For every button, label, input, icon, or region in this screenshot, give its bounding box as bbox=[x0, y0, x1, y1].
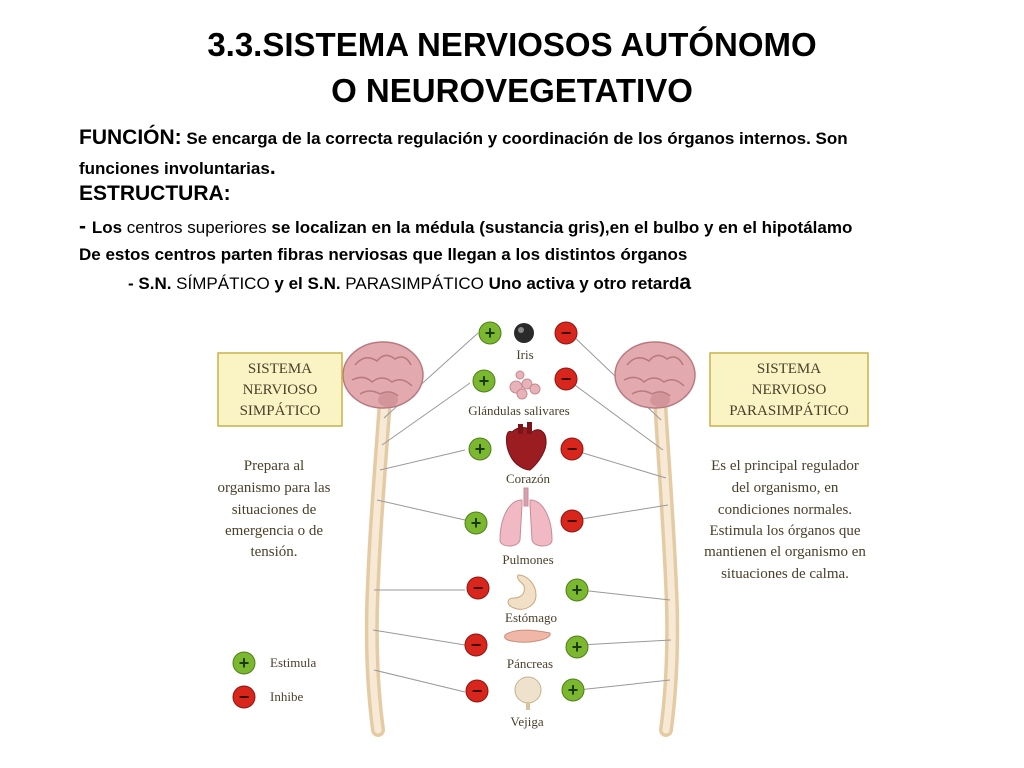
stomach-icon bbox=[507, 574, 537, 610]
right-effect-symbol: − bbox=[567, 511, 578, 531]
plus-badge-icon bbox=[565, 578, 589, 602]
left-effect-symbol: − bbox=[473, 578, 484, 598]
simpatico-box bbox=[217, 352, 343, 427]
right-effect-symbol: − bbox=[567, 439, 578, 459]
minus-badge-icon bbox=[560, 437, 584, 461]
right-spinal-cord-core bbox=[656, 396, 676, 734]
simpatico-box-line: SISTEMA bbox=[248, 361, 312, 377]
minus-badge-icon bbox=[554, 367, 578, 391]
organ-label: Vejiga bbox=[510, 714, 543, 729]
plus-badge-icon bbox=[464, 511, 488, 535]
left-effect-symbol: + bbox=[485, 323, 496, 343]
right-effect-symbol: + bbox=[568, 680, 579, 700]
parasimpatico-box-line: NERVIOSO bbox=[752, 382, 827, 398]
effect-badges: + − + − + − + − − + − + − + bbox=[464, 321, 589, 703]
parasimpatico-desc-line: Es el principal regulador bbox=[711, 458, 859, 474]
legend-stimulate-label: Estimula bbox=[270, 655, 316, 670]
simpatico-box-line: SIMPÁTICO bbox=[240, 402, 321, 419]
organ-label: Iris bbox=[516, 347, 533, 362]
left-effect-symbol: − bbox=[472, 681, 483, 701]
left-effect-symbol: − bbox=[471, 635, 482, 655]
lungs-icon bbox=[499, 487, 553, 547]
simpatico-desc-line: organismo para las bbox=[217, 480, 330, 496]
estructura-rest: se localizan en la médula (sustancia gri… bbox=[271, 218, 853, 237]
pancreas-icon bbox=[504, 629, 551, 643]
simpatico-desc-line: tensión. bbox=[250, 544, 297, 560]
organ-label: Pulmones bbox=[502, 552, 553, 567]
funcion-label: FUNCIÓN: bbox=[79, 126, 182, 149]
left-spinal-cord-core bbox=[368, 396, 389, 734]
organ-label: Corazón bbox=[506, 471, 551, 486]
estructura-line-2: De estos centros parten fibras nerviosas… bbox=[79, 245, 688, 264]
simpatico-desc-line: emergencia o de bbox=[225, 523, 323, 539]
organ-label: Glándulas salivares bbox=[468, 403, 569, 418]
right-effect-symbol: − bbox=[561, 369, 572, 389]
sn-p6: a bbox=[679, 271, 692, 294]
estructura-los: Los bbox=[91, 218, 123, 237]
minus-badge-icon bbox=[465, 679, 489, 703]
simpatico-desc-line: Prepara al bbox=[244, 458, 304, 474]
funcion-text-2: funciones involuntarias bbox=[79, 159, 270, 178]
sn-p4: PARASIMPÁTICO bbox=[340, 274, 489, 293]
bladder-icon bbox=[514, 676, 542, 710]
plus-badge-icon bbox=[472, 369, 496, 393]
estructura-centros: centros superiores bbox=[122, 218, 272, 237]
minus-badge-icon bbox=[464, 633, 488, 657]
parasimpatico-desc-line: del organismo, en bbox=[732, 480, 839, 496]
minus-badge-icon bbox=[466, 576, 490, 600]
parasimpatico-desc-line: mantienen el organismo en bbox=[704, 544, 866, 560]
legend: + Estimula − Inhibe bbox=[232, 651, 316, 709]
simpatico-desc-line: situaciones de bbox=[232, 502, 317, 518]
plus-badge-icon bbox=[478, 321, 502, 345]
minus-badge-icon bbox=[554, 321, 578, 345]
right-effect-symbol: − bbox=[561, 323, 572, 343]
salivary-glands-icon bbox=[509, 370, 541, 400]
sn-p2: SÍMPÁTICO bbox=[171, 274, 275, 293]
estructura-label: ESTRUCTURA: bbox=[79, 182, 231, 205]
parasimpatico-box bbox=[709, 352, 869, 427]
iris-icon bbox=[514, 323, 534, 343]
funcion-text: Se encarga de la correcta regulación y c… bbox=[181, 129, 848, 148]
parasimpatico-box-line: SISTEMA bbox=[757, 361, 821, 377]
title-line-1: 3.3.SISTEMA NERVIOSOS AUTÓNOMO bbox=[207, 26, 817, 63]
left-brain-icon bbox=[342, 341, 424, 409]
funcion-paragraph-2: funciones involuntarias. bbox=[79, 157, 276, 179]
funcion-dot: . bbox=[269, 156, 276, 179]
plus-badge-icon bbox=[565, 635, 589, 659]
sn-p1: - S.N. bbox=[128, 274, 172, 293]
parasimpatico-desc-line: situaciones de calma. bbox=[721, 566, 849, 582]
title-line-2: O NEUROVEGETATIVO bbox=[331, 72, 693, 109]
estructura-dash: - bbox=[79, 215, 92, 238]
sn-p5: Uno activa y otro retard bbox=[488, 274, 680, 293]
estructura-line-1: - Los centros superiores se localizan en… bbox=[79, 216, 852, 238]
minus-badge-icon bbox=[560, 509, 584, 533]
organ-label: Estómago bbox=[505, 610, 557, 625]
left-effect-symbol: + bbox=[471, 513, 482, 533]
sn-line: - S.N. SÍMPÁTICO y el S.N. PARASIMPÁTICO… bbox=[128, 272, 691, 294]
legend-minus-symbol: − bbox=[239, 687, 250, 707]
parasimpatico-box-line: PARASIMPÁTICO bbox=[729, 402, 849, 419]
right-effect-symbol: + bbox=[572, 637, 583, 657]
simpatico-box-line: NERVIOSO bbox=[243, 382, 318, 398]
plus-badge-icon bbox=[468, 437, 492, 461]
legend-plus-symbol: + bbox=[239, 653, 250, 673]
right-brain-icon bbox=[614, 341, 696, 409]
left-effect-symbol: + bbox=[479, 371, 490, 391]
parasimpatico-desc-line: Estimula los órganos que bbox=[710, 523, 861, 539]
heart-icon bbox=[506, 422, 547, 471]
plus-badge-icon bbox=[561, 678, 585, 702]
right-effect-symbol: + bbox=[572, 580, 583, 600]
parasimpatico-desc-line: condiciones normales. bbox=[718, 502, 852, 518]
funcion-paragraph: FUNCIÓN: Se encarga de la correcta regul… bbox=[79, 127, 848, 149]
legend-inhibit-label: Inhibe bbox=[270, 689, 303, 704]
left-effect-symbol: + bbox=[475, 439, 486, 459]
sn-p3: y el S.N. bbox=[274, 274, 341, 293]
organ-label: Páncreas bbox=[507, 656, 553, 671]
